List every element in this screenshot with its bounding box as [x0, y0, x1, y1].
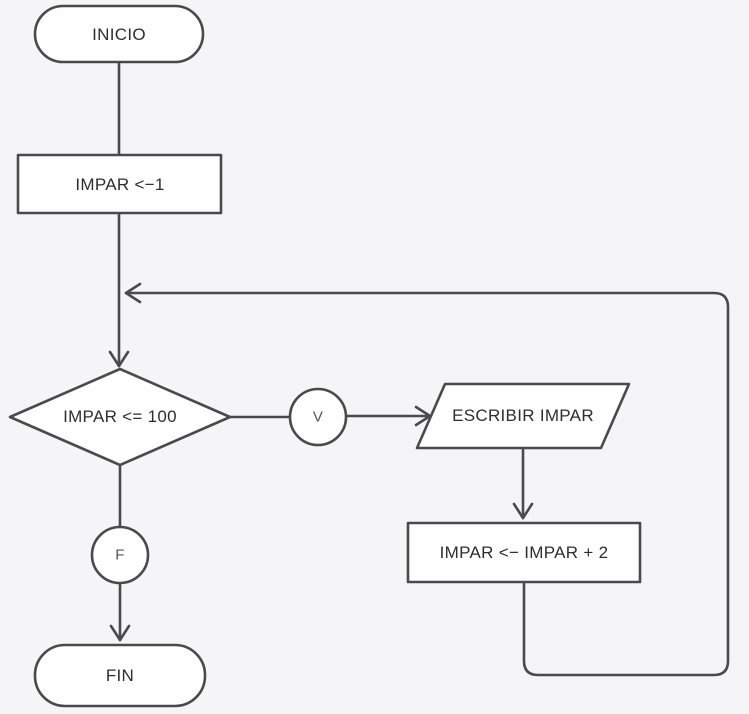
process-asignacion-inicial: [16, 153, 223, 215]
edge-incremento-loop-back: [124, 282, 730, 677]
label-condicion: IMPAR <= 100: [63, 407, 177, 426]
process-incremento: [406, 521, 642, 584]
label-incremento: IMPAR <− IMPAR + 2: [439, 543, 609, 562]
label-inicio: INICIO: [92, 25, 146, 44]
label-asignacion-inicial: IMPAR <−1: [75, 175, 165, 194]
branch-circle-f: [90, 525, 150, 585]
label-escribir: ESCRIBIR IMPAR: [452, 406, 594, 425]
label-fin: FIN: [105, 666, 135, 685]
branch-circle-v: [288, 387, 348, 447]
io-escribir-impar: [415, 382, 631, 450]
label-rama-verdadera: V: [312, 408, 324, 426]
decision-condicion: [8, 367, 232, 467]
terminator-fin: [33, 643, 207, 708]
label-rama-falsa: F: [115, 546, 125, 564]
terminator-inicio: [33, 4, 205, 64]
